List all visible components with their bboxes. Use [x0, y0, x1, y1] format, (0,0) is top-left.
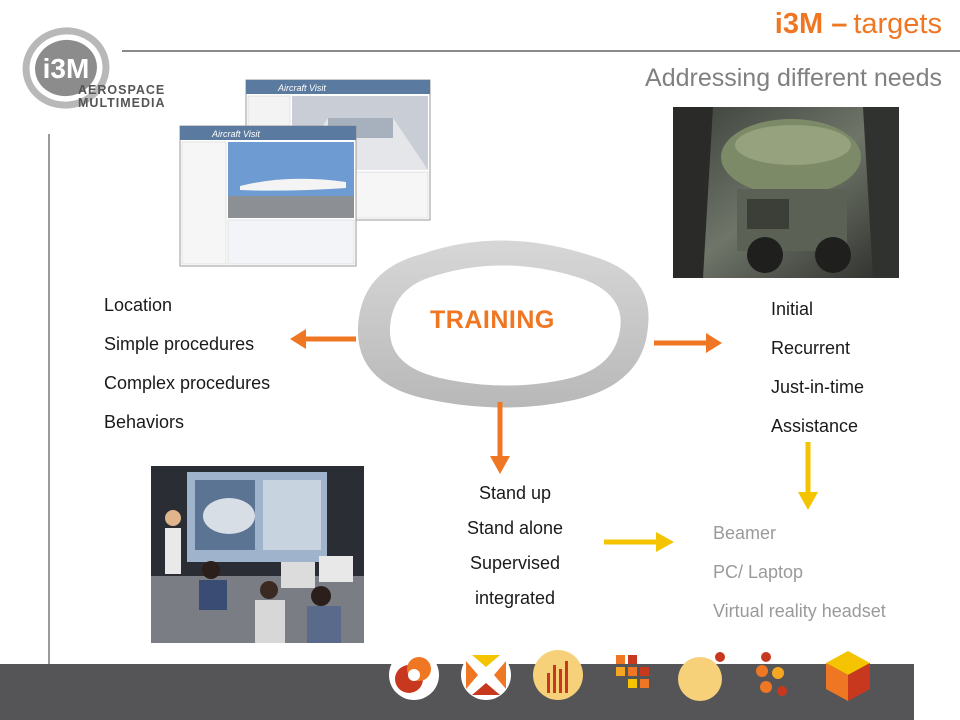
list-item: Initial [771, 299, 814, 319]
page-title: i3M –targets [775, 8, 942, 41]
list-item: Behaviors [104, 412, 185, 432]
logo-wordmark: AEROSPACE MULTIMEDIA [78, 84, 166, 110]
page-subtitle: Addressing different needs [645, 64, 942, 92]
cargo-bay-photo [673, 107, 899, 278]
list-item: Beamer [713, 523, 777, 543]
x-mark-icon [461, 650, 511, 700]
dot-circle-icon [678, 652, 725, 701]
svg-text:Aircraft Visit: Aircraft Visit [211, 129, 260, 139]
screenshot-front: Aircraft Visit [179, 125, 357, 267]
list-item: Complex procedures [104, 373, 271, 393]
list-item: Supervised [469, 553, 561, 573]
footer-icon-strip [389, 650, 870, 701]
list-item: Stand alone [466, 518, 564, 538]
content-types-list: Location Simple procedures Complex proce… [104, 294, 270, 450]
devices-list: Beamer PC/ Laptop Virtual reality headse… [713, 522, 886, 639]
list-item: Recurrent [771, 338, 851, 358]
list-item: Virtual reality headset [713, 601, 886, 621]
list-item: Simple procedures [104, 334, 255, 354]
arrow-to-bottom-list [490, 402, 510, 474]
arrow-bottom-list-to-devices [604, 532, 674, 552]
delivery-modes-list: Stand up Stand alone Supervised integrat… [440, 482, 590, 622]
list-item: Stand up [478, 483, 552, 503]
dots-cluster-icon [756, 652, 787, 696]
title-rest: targets [853, 8, 942, 40]
arrow-to-left-list [290, 329, 356, 349]
training-cloud [357, 240, 649, 408]
title-main: i3M – [774, 8, 848, 40]
arrow-right-list-to-devices [798, 442, 818, 510]
logo-mark: i3M [43, 53, 90, 84]
training-label: TRAINING [430, 306, 555, 334]
logo-line-1: AEROSPACE [78, 83, 166, 97]
list-item: Location [104, 295, 173, 315]
arrow-to-right-list [654, 333, 722, 353]
svg-text:Aircraft Visit: Aircraft Visit [277, 83, 326, 93]
training-levels-list: Initial Recurrent Just-in-time Assistanc… [771, 298, 864, 454]
left-vertical-rule [48, 134, 50, 664]
i3m-logo: i3M [22, 27, 110, 109]
grid-squares-icon [616, 655, 649, 688]
logo-line-2: MULTIMEDIA [78, 96, 166, 110]
list-item: PC/ Laptop [713, 562, 804, 582]
list-item: Assistance [771, 416, 859, 436]
cube-icon [826, 651, 870, 701]
classroom-photo [151, 466, 364, 643]
circles-icon [389, 650, 439, 700]
aircraft-visit-screenshots: Aircraft Visit Aircraft Visit [179, 79, 431, 267]
list-item: integrated [474, 588, 556, 608]
bars-icon [533, 650, 583, 700]
header-divider [122, 50, 960, 52]
list-item: Just-in-time [771, 377, 865, 397]
